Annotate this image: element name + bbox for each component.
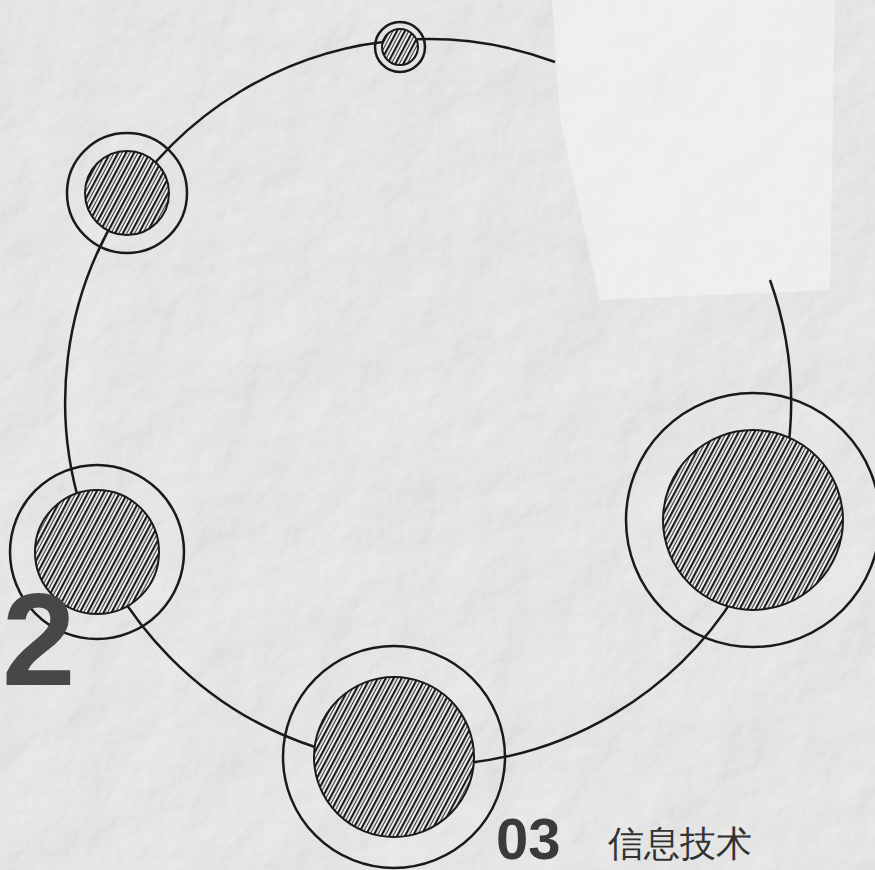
orbit-arc — [65, 39, 791, 765]
section-number: 03 — [496, 810, 561, 868]
orbit-dot — [67, 133, 187, 253]
paper-patch — [552, 0, 835, 300]
section-number: 2 — [2, 574, 75, 706]
orbit-dot — [626, 393, 875, 647]
section-title: 信息技术 — [608, 826, 752, 862]
orbit-dot — [375, 22, 425, 72]
orbit-dot — [283, 646, 505, 868]
